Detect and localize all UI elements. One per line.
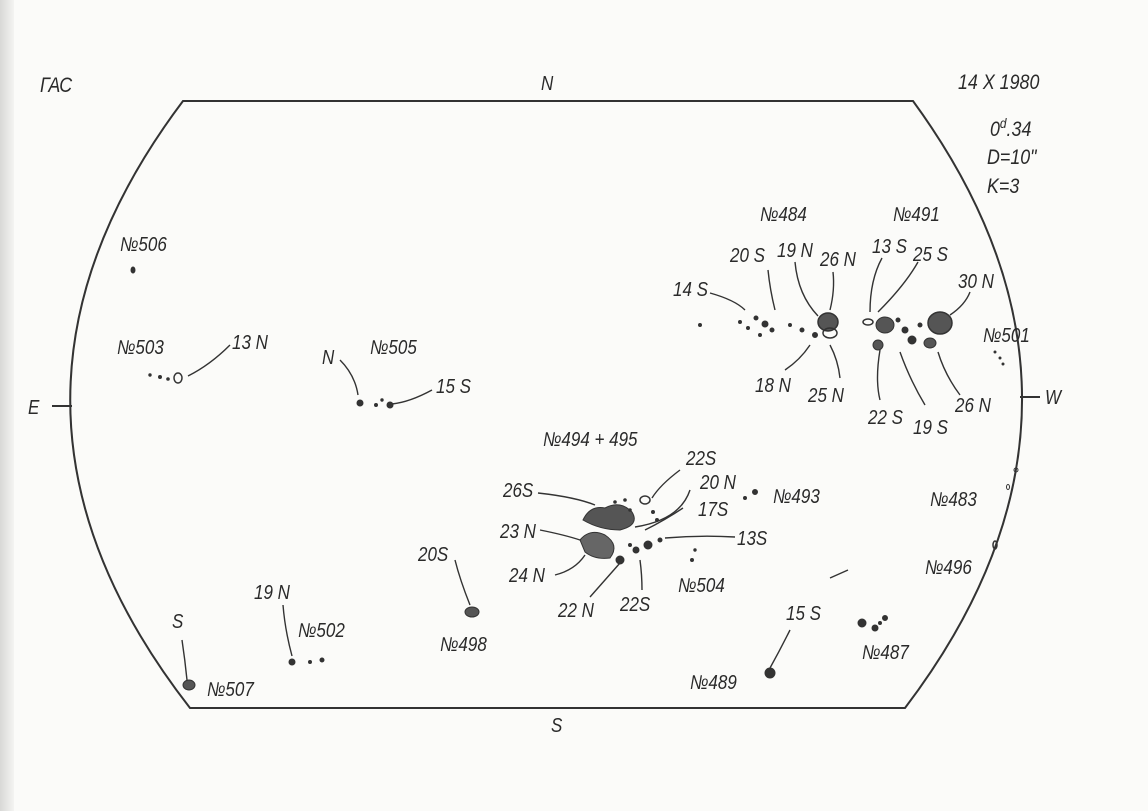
- west-label: W: [1045, 387, 1062, 409]
- group-484-25n: 25 N: [808, 385, 844, 407]
- time-frac: .34: [1006, 118, 1032, 141]
- group-506-label: №506: [120, 234, 167, 256]
- group-496-label: №496: [925, 557, 972, 579]
- group-494-spots: [579, 495, 663, 565]
- group-503-label: №503: [117, 337, 164, 359]
- east-label: E: [28, 397, 40, 419]
- group-494-22s-top: 22S: [686, 448, 717, 470]
- group-494-23n: 23 N: [500, 521, 536, 543]
- group-494-495-label: №494 + 495: [543, 429, 638, 451]
- group-484-18n: 18 N: [755, 375, 791, 397]
- group-502-latitude: 19 N: [254, 582, 290, 604]
- group-483-label: №483: [930, 489, 977, 511]
- disk-outline: [69, 100, 1023, 709]
- group-494-22s-bottom: 22S: [620, 594, 651, 616]
- south-label: S: [551, 715, 563, 737]
- group-505-label: №505: [370, 337, 417, 359]
- group-493-label: №493: [773, 486, 820, 508]
- group-489-label: №489: [690, 672, 737, 694]
- group-484-label: №484: [760, 204, 807, 226]
- group-489-latitude: 15 S: [786, 603, 821, 625]
- group-491-30n: 30 N: [958, 271, 994, 293]
- group-494-20n: 20 N: [700, 472, 736, 494]
- group-507-label: №507: [207, 679, 254, 701]
- group-484-14s: 14 S: [673, 279, 708, 301]
- group-507-latitude: S: [172, 611, 184, 633]
- scan-edge: [0, 0, 14, 811]
- group-494-26s: 26S: [503, 480, 534, 502]
- observation-time: 0d.34: [990, 116, 1031, 140]
- group-503-latitude: 13 N: [232, 332, 268, 354]
- group-484-spots: [738, 312, 839, 339]
- time-sup: d: [999, 115, 1007, 131]
- leader-lines: [181, 257, 971, 681]
- group-484-20s: 20 S: [730, 245, 765, 267]
- group-502-label: №502: [298, 620, 345, 642]
- group-505-n: N: [322, 347, 335, 369]
- time-main: 0: [990, 118, 1000, 141]
- north-label: N: [541, 73, 554, 95]
- quality-label: K=3: [987, 175, 1020, 198]
- group-484-26n: 26 N: [820, 249, 856, 271]
- diameter-label: D=10": [987, 146, 1037, 169]
- group-494-24n: 24 N: [509, 565, 545, 587]
- group-504-label: №504: [678, 575, 725, 597]
- group-484-19n: 19 N: [777, 240, 813, 262]
- group-491-26n: 26 N: [955, 395, 991, 417]
- group-498-label: №498: [440, 634, 487, 656]
- group-491-spots: [862, 311, 953, 351]
- group-491-label: №491: [893, 204, 940, 226]
- group-491-19s: 19 S: [913, 417, 948, 439]
- group-491-25s: 25 S: [913, 244, 948, 266]
- group-505-latitude: 15 S: [436, 376, 471, 398]
- group-491-13s: 13 S: [872, 236, 907, 258]
- group-494-22n: 22 N: [558, 600, 594, 622]
- observatory-label: ГАС: [40, 74, 73, 97]
- group-491-22s: 22 S: [868, 407, 903, 429]
- group-487-label: №487: [862, 642, 909, 664]
- group-494-17s: 17S: [698, 499, 729, 521]
- observation-date: 14 X 1980: [958, 71, 1040, 94]
- sunspots: [130, 266, 1019, 691]
- group-501-label: №501: [983, 325, 1030, 347]
- group-498-latitude: 20S: [418, 544, 449, 566]
- group-494-13s: 13S: [737, 528, 768, 550]
